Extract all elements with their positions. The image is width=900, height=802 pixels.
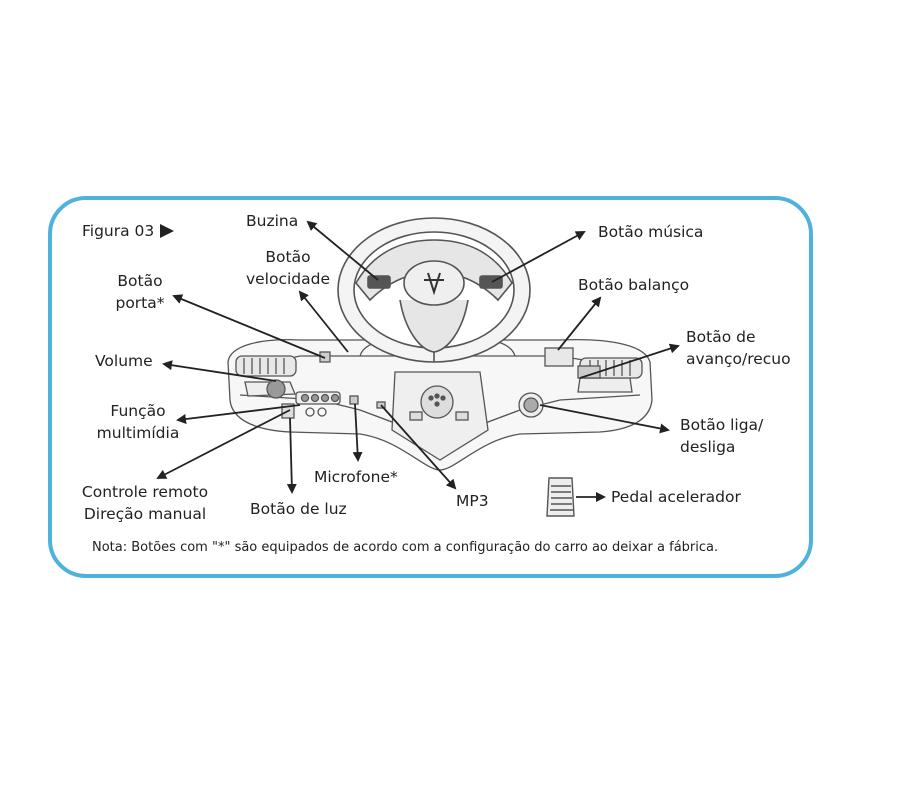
label-microfone: Microfone* bbox=[314, 468, 398, 486]
label-line: Botão de bbox=[686, 328, 756, 346]
footnote: Nota: Botões com "*" são equipados de ac… bbox=[92, 540, 719, 555]
label-line: porta* bbox=[115, 294, 165, 312]
figure-arrow-icon bbox=[160, 224, 175, 238]
label-botao-liga: Botão liga/ desliga bbox=[680, 414, 763, 458]
arrow-botao-balanco bbox=[557, 296, 602, 351]
label-line: velocidade bbox=[245, 270, 331, 288]
leader-arrows bbox=[156, 220, 680, 502]
label-line: multimídia bbox=[96, 424, 180, 442]
arrow-botao-de-luz bbox=[286, 417, 297, 494]
label-line: Botão bbox=[117, 272, 163, 290]
label-mp3: MP3 bbox=[456, 492, 489, 510]
arrow-volume bbox=[162, 360, 277, 382]
label-line: Botão bbox=[265, 248, 311, 266]
label-volume: Volume bbox=[95, 352, 153, 370]
arrow-botao-porta bbox=[172, 294, 326, 359]
label-botao-balanco: Botão balanço bbox=[578, 276, 690, 294]
arrow-botao-velocidade bbox=[298, 290, 349, 353]
label-botao-porta: Botão porta* bbox=[108, 270, 172, 314]
label-botao-avanco: Botão de avanço/recuo bbox=[686, 326, 791, 370]
arrow-botao-musica bbox=[491, 231, 586, 283]
label-line: Botão liga/ bbox=[680, 416, 764, 434]
label-line: Direção manual bbox=[83, 505, 207, 523]
arrow-mp3 bbox=[380, 404, 457, 490]
figure-label: Figura 03 bbox=[82, 220, 175, 242]
arrow-controle-remoto bbox=[156, 409, 291, 479]
label-line: avanço/recuo bbox=[686, 350, 791, 368]
label-line: Função bbox=[110, 402, 166, 420]
label-pedal-acelerador: Pedal acelerador bbox=[611, 488, 741, 506]
label-botao-musica: Botão música bbox=[598, 223, 704, 241]
arrow-botao-avanco bbox=[579, 343, 680, 379]
arrow-microfone bbox=[352, 403, 363, 462]
label-controle-remoto: Controle remoto Direção manual bbox=[72, 481, 218, 525]
label-funcao-multimidia: Função multimídia bbox=[94, 400, 182, 444]
accelerator-pedal bbox=[546, 477, 575, 517]
label-botao-velocidade: Botão velocidade bbox=[240, 246, 336, 290]
arrow-buzina bbox=[306, 220, 379, 281]
label-buzina: Buzina bbox=[246, 212, 299, 230]
arrow-funcao-multimidia bbox=[176, 404, 301, 424]
label-botao-de-luz: Botão de luz bbox=[250, 500, 347, 518]
steering-wheel bbox=[337, 217, 531, 363]
label-line: Controle remoto bbox=[81, 483, 209, 501]
label-line: desliga bbox=[680, 438, 736, 456]
arrow-botao-liga bbox=[539, 404, 670, 434]
